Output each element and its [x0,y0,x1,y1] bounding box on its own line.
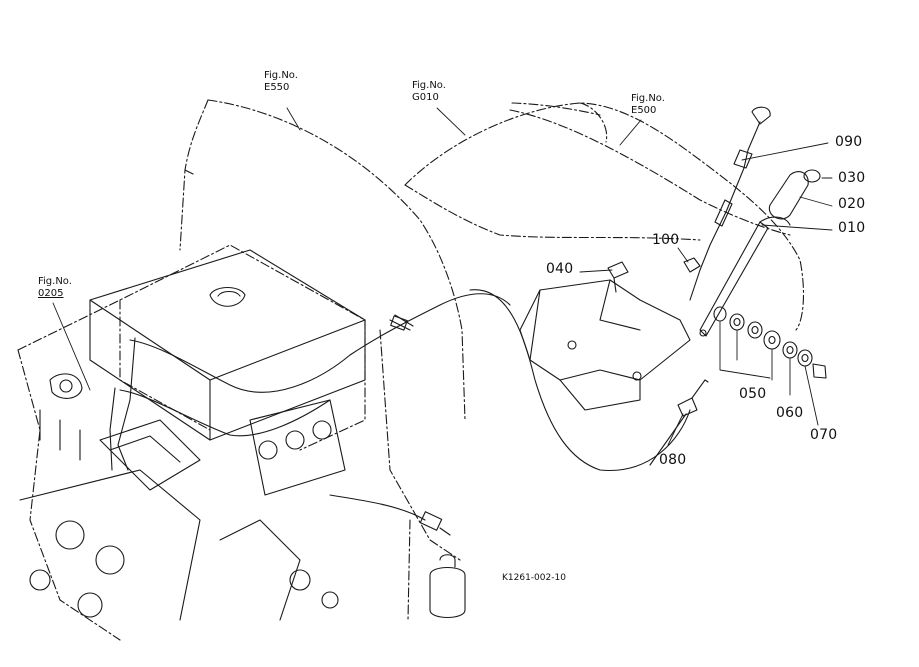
callout-050: 050 [739,386,767,402]
figref-g010: Fig.No. G010 [412,80,446,104]
figref-e550-line1: Fig.No. [264,70,298,81]
figref-e550: Fig.No. E550 [264,70,298,94]
grip-020 [768,171,809,220]
dash-outline-e500 [509,102,791,236]
figref-e500: Fig.No. E500 [631,93,665,117]
callout-100: 100 [652,232,680,248]
figref-0205-line1: Fig.No. [38,276,72,287]
callout-020: 020 [838,196,866,212]
callout-070: 070 [810,427,838,443]
throttle-lever-010 [699,216,791,337]
callout-010: 010 [838,220,866,236]
cable-knob-090 [689,106,771,301]
throttle-cables [109,289,691,536]
figref-e550-line2: E550 [264,82,290,93]
hood-outline-g010 [404,102,804,331]
nut-100 [683,257,701,273]
leader-lines [52,107,833,446]
callout-080: 080 [659,452,687,468]
engine-outline-0205 [17,244,461,641]
figref-0205: Fig.No. 0205 [38,276,72,300]
bracket-040 [519,261,691,411]
fender-outline-e550 [179,99,466,421]
figref-g010-line2: G010 [412,92,439,103]
drawing-code: K1261-002-10 [502,573,566,583]
cap-030 [803,169,821,183]
figref-g010-line1: Fig.No. [412,80,446,91]
callout-060: 060 [776,405,804,421]
figref-0205-line2: 0205 [38,288,64,299]
washer-stack-050-060-070 [713,306,827,379]
figref-e500-line2: E500 [631,105,657,116]
callout-090: 090 [835,134,863,150]
cable-end-080 [649,379,709,466]
figref-e500-line1: Fig.No. [631,93,665,104]
engine-block [19,249,466,621]
callout-040: 040 [546,261,574,277]
callout-030: 030 [838,170,866,186]
